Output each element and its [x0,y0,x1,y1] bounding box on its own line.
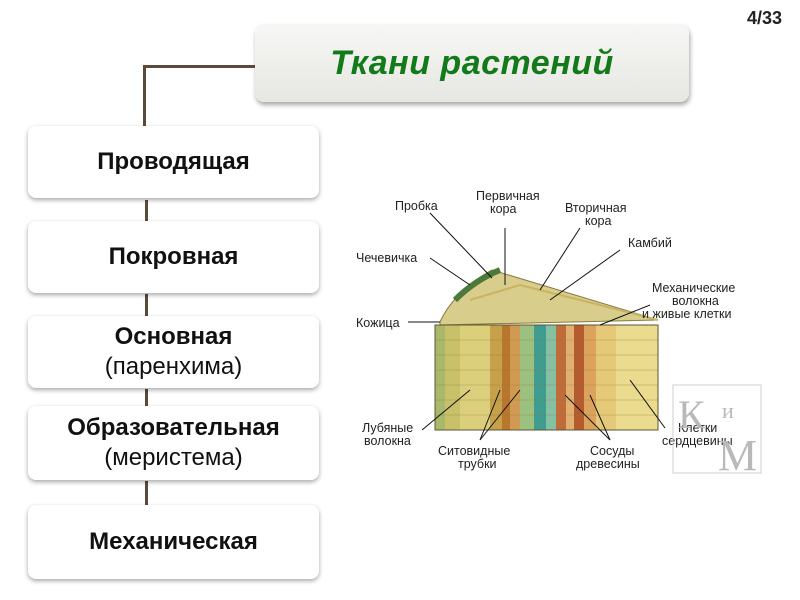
stem-block [434,267,659,431]
label-kletki-2: сердцевины [662,434,733,448]
label-lub-1: Лубяные [362,421,413,435]
connector-vertical-top [143,65,146,130]
label-kozhitsa: Кожица [356,316,400,330]
label-probka: Пробка [395,199,438,213]
label-pervichnaya-1: Первичная [476,189,540,203]
label-sosudy-1: Сосуды [590,444,634,458]
label-mekh-1: Механические [652,281,735,295]
label-mekh-3: и живые клетки [642,307,731,321]
connector-horizontal [143,65,255,68]
tissue-box-covering: Покровная [28,221,319,293]
connector-2-3 [145,294,148,316]
watermark-k: К [678,392,705,437]
tissue-name: Покровная [108,243,239,270]
label-sito-1: Ситовидные [438,444,510,458]
label-lub-2: волокна [364,434,411,448]
connector-4-5 [145,481,148,505]
label-mekh-2: волокна [672,294,719,308]
tissue-box-ground: Основная (паренхима) [28,316,319,388]
leader-lines [408,212,666,441]
label-sito-2: трубки [458,457,497,471]
tissue-box-conducting: Проводящая [28,126,319,198]
label-kletki-1: Клетки [678,421,717,435]
tissue-box-educational: Образовательная (меристема) [28,406,319,480]
connector-1-2 [145,200,148,222]
watermark-i: и [722,398,734,423]
label-chechevichka: Чечевичка [356,251,417,265]
tissue-name: Основная [114,323,233,350]
tissue-name: Образовательная [67,414,280,441]
label-sosudy-2: древесины [576,457,640,471]
label-vtorichnaya-2: кора [585,214,612,228]
tissue-subname: (паренхима) [104,353,243,380]
label-kambiy: Камбий [628,236,672,250]
slide-counter: 4/33 [746,8,782,28]
title-box: Ткани растений [255,24,689,102]
watermark-m: М [718,431,757,480]
label-pervichnaya-2: кора [490,202,517,216]
tissue-name: Проводящая [97,148,250,175]
tissue-box-mechanical: Механическая [28,505,319,579]
tissue-name: Механическая [89,528,258,555]
label-vtorichnaya-1: Вторичная [565,201,627,215]
watermark-logo: К и М [672,384,762,480]
connector-3-4 [145,389,148,407]
tissue-subname: (меристема) [104,444,243,471]
page-title: Ткани растений [330,43,614,82]
